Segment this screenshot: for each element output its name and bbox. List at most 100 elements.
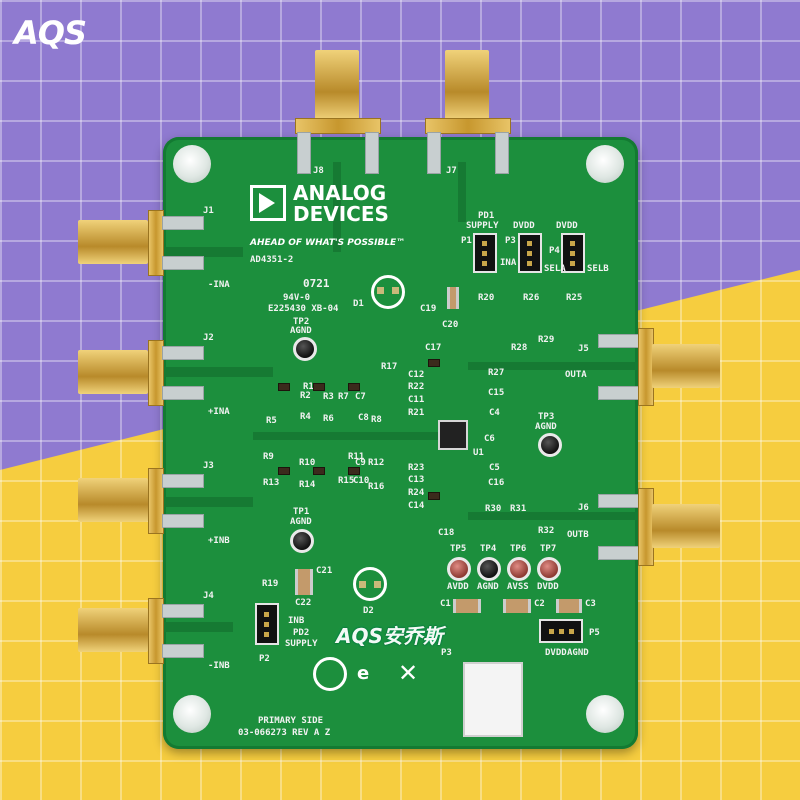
smd-part [278,467,290,475]
refdes-c17: C17 [425,343,442,353]
capacitor-c2 [503,599,531,613]
refdes-r15: R15 [338,476,355,486]
tp2-label: TP2 [293,317,310,327]
refdes-r14: R14 [299,480,316,490]
ul-rating: 94V-0 [283,293,311,303]
smd-part [428,492,440,500]
capacitor-c22 [295,569,313,595]
selb-label: SELB [587,264,609,274]
refdes-c10: C10 [353,476,370,486]
tp3-label: TP3 [538,412,555,422]
refdes-c16: C16 [488,478,505,488]
inb-header-label: INB [288,616,305,626]
header-p5[interactable] [539,619,583,643]
refdes-c3: C3 [585,599,596,609]
tagline: AHEAD OF WHAT'S POSSIBLE™ [250,238,406,248]
j3-label: J3 [203,461,214,471]
j8-label: J8 [313,166,324,176]
refdes-c19: C19 [420,304,437,314]
tp7-label: TP7 [540,544,557,554]
mounting-hole [586,695,624,733]
tp3-net: AGND [535,422,557,432]
dvdd-b-label: DVDD [556,221,578,231]
refdes-r11: R11 [348,452,365,462]
test-point-tp7[interactable] [537,557,561,581]
diode-d2 [353,567,387,601]
tp2-net: AGND [290,326,312,336]
header-p3[interactable] [518,233,542,273]
net-outb: OUTB [567,530,589,540]
trace [163,497,253,507]
watermark-logo: AQS [14,14,87,52]
trace [253,432,443,440]
tp1-label: TP1 [293,507,310,517]
refdes-c14: C14 [408,501,425,511]
refdes-r20: R20 [478,293,495,303]
refdes-c21: C21 [316,566,333,576]
mounting-hole [173,695,211,733]
refdes-r17: R17 [381,362,398,372]
trace [468,362,638,370]
pd2-label: PD2 [293,628,310,638]
header-p2[interactable] [255,603,279,645]
mounting-hole [586,145,624,183]
refdes-c12: C12 [408,370,425,380]
evaluation-board: ANALOG DEVICES AHEAD OF WHAT'S POSSIBLE™… [163,137,638,749]
ina-label: INA [500,258,517,268]
refdes-c18: C18 [438,528,455,538]
tp7-net: DVDD [537,582,559,592]
pad [359,581,366,588]
refdes-c9: C9 [355,458,366,468]
test-point-tp4[interactable] [477,557,501,581]
dvdd-a-label: DVDD [513,221,535,231]
refdes-r23: R23 [408,463,425,473]
refdes-r26: R26 [523,293,540,303]
analog-devices-logo-icon [250,185,286,221]
refdes-r28: R28 [511,343,528,353]
header-p1[interactable] [473,233,497,273]
refdes-r31: R31 [510,504,527,514]
net-ina-pos: +INA [208,407,230,417]
revision-label: 03-066273 REV A Z [238,728,331,738]
refdes-r22: R22 [408,382,425,392]
test-point-tp5[interactable] [447,557,471,581]
refdes-r1: R1 [303,382,314,392]
test-point-tp1[interactable] [290,529,314,553]
j2-label: J2 [203,333,214,343]
pad [392,287,399,294]
refdes-c1: C1 [440,599,451,609]
p4-label: P4 [549,246,560,256]
refdes-r12: R12 [368,458,385,468]
ce-icon: e [357,663,370,684]
refdes-u1: U1 [473,448,484,458]
test-point-tp6[interactable] [507,557,531,581]
smd-part [313,383,325,391]
refdes-r30: R30 [485,504,502,514]
net-ina-neg: -INA [208,280,230,290]
tp1-net: AGND [290,517,312,527]
trace [163,622,233,632]
p5-label: P5 [589,628,600,638]
logo-text: ANALOG DEVICES [293,183,389,225]
refdes-c15: C15 [488,388,505,398]
trace [458,162,466,222]
refdes-c2: C2 [534,599,545,609]
test-point-tp2[interactable] [293,337,317,361]
header-p4[interactable] [561,233,585,273]
primary-side-label: PRIMARY SIDE [258,716,324,726]
power-connector[interactable] [463,662,523,737]
j5-label: J5 [578,344,589,354]
j6-label: J6 [578,503,589,513]
smd-part [348,467,360,475]
refdes-r5: R5 [266,416,277,426]
refdes-r27: R27 [488,368,505,378]
refdes-r8: R8 [371,415,382,425]
recycle-icon [313,657,347,691]
test-point-tp3[interactable] [538,433,562,457]
p5-agnd-label: AGND [567,648,589,658]
p3-label: P3 [505,236,516,246]
tp6-label: TP6 [510,544,527,554]
logo-line1: ANALOG [293,181,387,205]
j1-label: J1 [203,206,214,216]
smd-part [348,383,360,391]
